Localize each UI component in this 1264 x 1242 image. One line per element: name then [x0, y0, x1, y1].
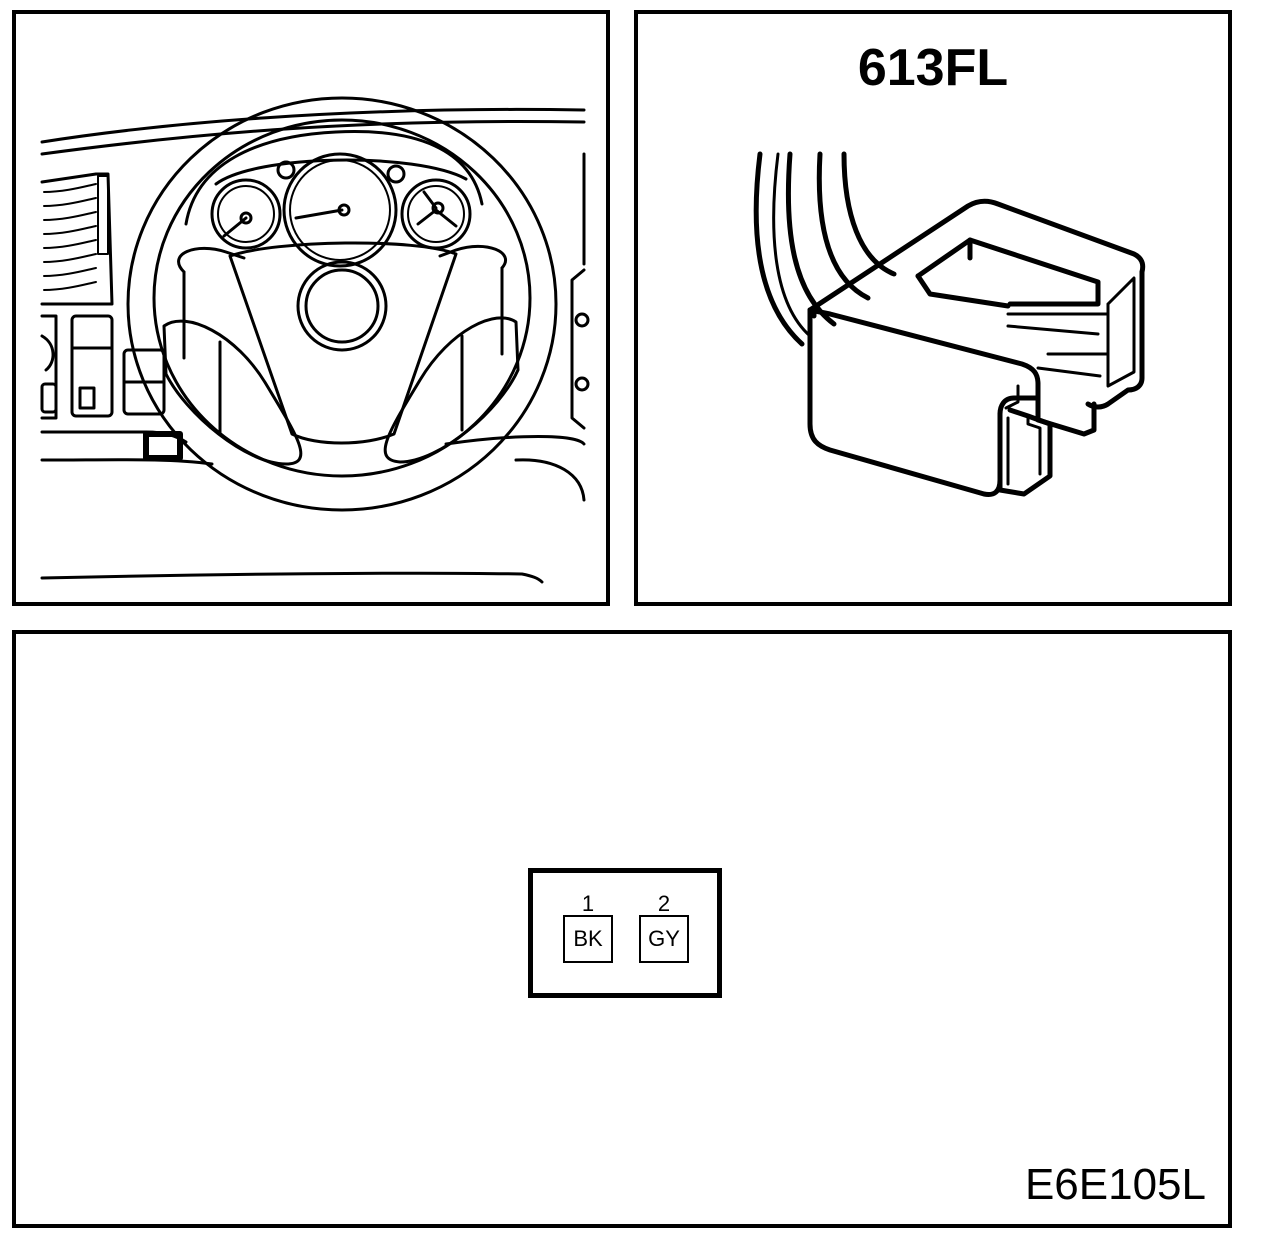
- pin-2-number: 2: [657, 891, 671, 916]
- pin-2-cavity: GY: [639, 915, 689, 963]
- pin-1-cavity: BK: [563, 915, 613, 963]
- steering-wheel-dashboard-icon: [40, 96, 590, 584]
- connector-view-panel: 613FL: [634, 10, 1232, 606]
- two-pin-connector-icon: [753, 151, 1146, 497]
- pin-1-number: 1: [581, 891, 595, 916]
- connector-location-marker-icon: [143, 431, 183, 461]
- pin-face-panel: 1 BK 2 GY E6E105L: [12, 630, 1232, 1228]
- connector-title: 613FL: [857, 39, 1009, 97]
- location-view-panel: [12, 10, 610, 606]
- connector-pin-face: 1 BK 2 GY: [528, 868, 722, 998]
- figure-code: E6E105L: [1024, 1160, 1206, 1209]
